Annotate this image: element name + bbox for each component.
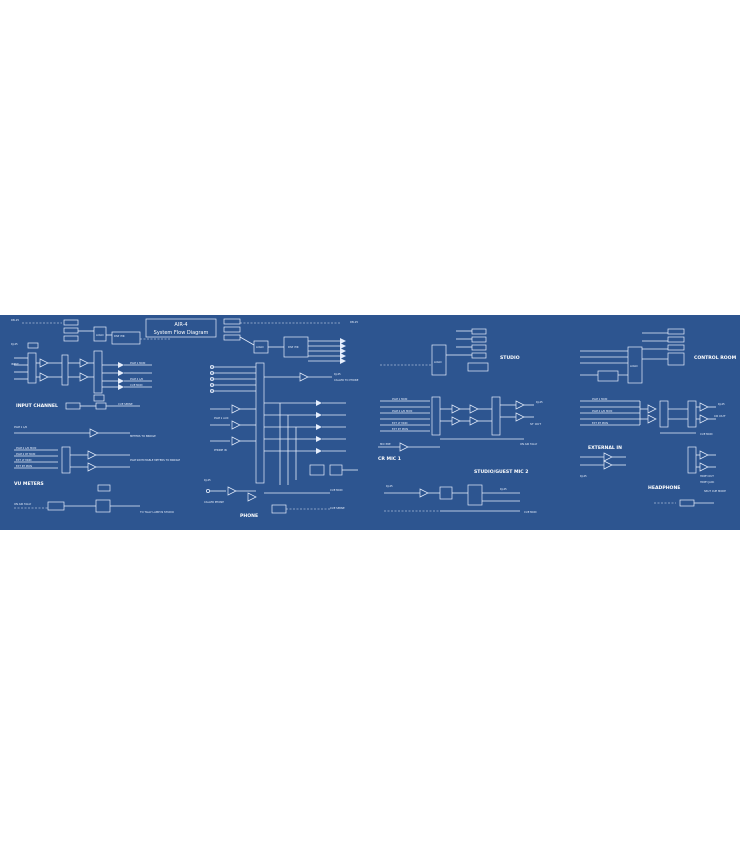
svg-text:LOGIC: LOGIC	[96, 333, 104, 337]
input-channel-region: DB-25 LOGIC DSP IHR RJ-45 INPUT	[11, 318, 170, 410]
svg-text:METERS TO BRIDGE: METERS TO BRIDGE	[130, 434, 156, 438]
svg-text:PGM 1 MON: PGM 1 MON	[392, 397, 407, 401]
svg-text:INPUT: INPUT	[11, 362, 19, 366]
svg-text:PGM 1 MON: PGM 1 MON	[592, 397, 607, 401]
title-block: AIR-4 System Flow Diagram	[145, 318, 217, 338]
svg-text:HDPH JACK: HDPH JACK	[700, 480, 715, 484]
svg-text:PGM 2 RT MON: PGM 2 RT MON	[16, 452, 35, 456]
svg-text:ON AIR TALLY: ON AIR TALLY	[14, 502, 32, 506]
phone-region: DB-25 LOGIC DSP IHR RJ-45 CALLER TO PHON…	[204, 318, 359, 519]
svg-text:DSP IHR: DSP IHR	[114, 334, 125, 338]
svg-text:RJ-45: RJ-45	[536, 400, 543, 404]
svg-text:TO TALLY LAMP IN STUDIO: TO TALLY LAMP IN STUDIO	[140, 510, 174, 514]
svg-text:DSP IHR: DSP IHR	[288, 345, 299, 349]
svg-text:CUE SENSE: CUE SENSE	[330, 506, 345, 510]
svg-text:RJ-45: RJ-45	[386, 484, 393, 488]
svg-text:CUE SENSE: CUE SENSE	[118, 402, 133, 406]
svg-text:CALLER TO PHONE: CALLER TO PHONE	[334, 378, 359, 382]
section-external-in: EXTERNAL IN	[588, 445, 622, 451]
svg-text:EXT LT MON: EXT LT MON	[392, 421, 408, 425]
svg-text:EXT RT MON: EXT RT MON	[592, 421, 608, 425]
svg-text:CUE MON: CUE MON	[130, 383, 142, 387]
svg-text:PHONE IN: PHONE IN	[214, 448, 227, 452]
svg-text:CUE MON: CUE MON	[524, 510, 536, 514]
section-vu-meters: VU METERS	[14, 481, 44, 487]
svg-text:PGM 2 L/R: PGM 2 L/R	[130, 377, 143, 381]
svg-text:PGM 2 L/R MON: PGM 2 L/R MON	[392, 409, 412, 413]
svg-text:MIC PRE: MIC PRE	[380, 442, 391, 446]
svg-text:CUE MON: CUE MON	[330, 488, 342, 492]
vu-meters-region: PGM 1 L/R METERS TO BRIDGE PGM 2 L/R MON…	[14, 425, 180, 514]
section-studio-guest-mic: STUDIO/GUEST MIC 2	[474, 469, 528, 475]
svg-text:EXT LT MON: EXT LT MON	[16, 458, 32, 462]
section-studio: STUDIO	[500, 355, 520, 361]
svg-text:CALLER PHONE: CALLER PHONE	[204, 500, 224, 504]
svg-text:SPLIT CUE MODE: SPLIT CUE MODE	[704, 489, 726, 493]
svg-text:RJ-45: RJ-45	[204, 478, 211, 482]
svg-text:PGM 2 L/R MON: PGM 2 L/R MON	[16, 446, 36, 450]
diagram-title: AIR-4	[174, 322, 187, 328]
svg-text:CUE MON: CUE MON	[700, 432, 712, 436]
svg-text:LOGIC: LOGIC	[434, 360, 442, 364]
svg-text:RJ-45: RJ-45	[718, 402, 725, 406]
svg-text:LOGIC: LOGIC	[630, 364, 638, 368]
section-input-channel: INPUT CHANNEL	[16, 403, 58, 409]
section-cr-mic: CR MIC 1	[378, 456, 401, 462]
svg-text:RJ-45: RJ-45	[11, 342, 18, 346]
svg-text:PGM SWITCHABLE METERS TO BRIDG: PGM SWITCHABLE METERS TO BRIDGE	[130, 458, 180, 462]
svg-text:RJ-45: RJ-45	[500, 487, 507, 491]
svg-text:HDPH OUT: HDPH OUT	[700, 474, 714, 478]
svg-text:LOGIC: LOGIC	[256, 345, 264, 349]
section-control-room: CONTROL ROOM	[694, 355, 737, 361]
system-flow-diagram: AIR-4 System Flow Diagram DB-25 LOGIC DS…	[11, 318, 737, 519]
section-phone: PHONE	[240, 513, 258, 519]
svg-text:EXT RT MON: EXT RT MON	[392, 427, 408, 431]
svg-text:PGM 2 L/R MON: PGM 2 L/R MON	[592, 409, 612, 413]
svg-text:RJ-45: RJ-45	[334, 372, 341, 376]
control-room-region: LOGIC CONTROL ROOM PGM 1 MON PGM 2 L/R M…	[580, 328, 737, 507]
svg-text:RJ-45: RJ-45	[580, 474, 587, 478]
svg-text:CR OUT: CR OUT	[714, 414, 726, 418]
svg-text:DB-25: DB-25	[350, 320, 358, 324]
svg-text:ST OUT: ST OUT	[530, 422, 541, 426]
svg-text:PGM 1 MON: PGM 1 MON	[130, 361, 145, 365]
section-headphone: HEADPHONE	[648, 485, 680, 491]
svg-text:EXT RT MON: EXT RT MON	[16, 464, 32, 468]
svg-text:ON AIR TALLY: ON AIR TALLY	[520, 442, 538, 446]
diagram-board: AIR-4 System Flow Diagram DB-25 LOGIC DS…	[0, 315, 740, 530]
svg-text:PGM 1 AUX: PGM 1 AUX	[214, 416, 229, 420]
svg-text:PGM 1 L/R: PGM 1 L/R	[14, 425, 27, 429]
studio-region: LOGIC STUDIO PGM 1 MON PGM 2 L/R MON EXT…	[378, 328, 543, 514]
svg-text:DB-25: DB-25	[11, 318, 19, 322]
diagram-subtitle: System Flow Diagram	[154, 330, 209, 336]
